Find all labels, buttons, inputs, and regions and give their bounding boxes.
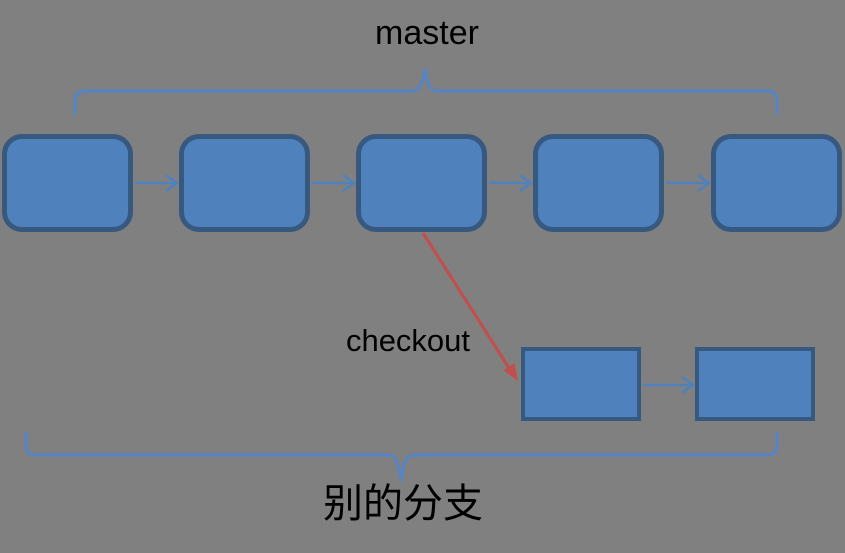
commit-arrow-icon — [312, 173, 357, 193]
commit-arrow-icon — [666, 173, 712, 193]
checkout-arrow-icon — [421, 232, 518, 381]
other-branch-label: 别的分支 — [323, 481, 483, 526]
checkout-action-label: checkout — [345, 323, 471, 358]
commit-arrow-icon — [489, 173, 534, 193]
branch-commit-node — [695, 347, 815, 421]
master-brace — [73, 67, 779, 115]
checkout-arrowhead — [503, 363, 518, 381]
master-commit-node — [711, 134, 842, 232]
master-branch-label: master — [375, 14, 479, 52]
master-commit-node — [2, 134, 133, 232]
other-branch-brace — [24, 431, 779, 482]
master-commit-node — [356, 134, 487, 232]
master-commit-node — [533, 134, 664, 232]
commit-arrow-icon — [135, 173, 180, 193]
branch-commit-node — [521, 347, 641, 421]
master-commit-node — [179, 134, 310, 232]
master-commit-arrows — [135, 173, 712, 193]
checkout-arrow-line — [421, 232, 511, 369]
commit-arrow-icon — [643, 375, 696, 395]
